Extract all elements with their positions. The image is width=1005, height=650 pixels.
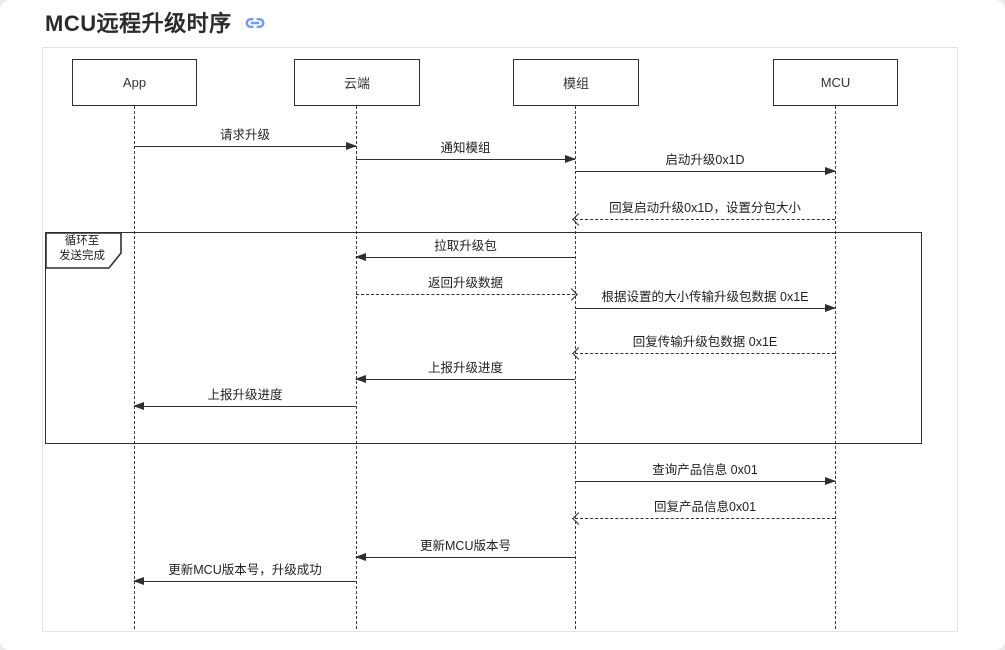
participant-mcu: MCU [773, 59, 898, 106]
arrowhead-left-icon [355, 252, 366, 261]
arrowhead-right-icon [825, 476, 836, 485]
loop-fragment-box [45, 232, 922, 444]
arrowhead-right-icon [346, 141, 357, 150]
message-reply-product-info: 回复产品信息0x01 [572, 499, 835, 525]
page-title: MCU远程升级时序 [45, 11, 232, 36]
arrowhead-right-icon [825, 303, 836, 312]
lifeline-cloud [356, 106, 357, 629]
message-start-upgrade: 启动升级0x1D [575, 152, 836, 175]
anchor-link-icon[interactable] [244, 12, 266, 34]
page-header: MCU远程升级时序 [45, 4, 266, 40]
participant-module: 模组 [513, 59, 639, 106]
loop-label-shape [45, 232, 122, 269]
message-return-upgrade-data: 返回升级数据 [356, 275, 578, 301]
arrowhead-left-icon [355, 552, 366, 561]
message-transfer-package-data: 根据设置的大小传输升级包数据 0x1E [575, 289, 836, 312]
message-report-progress-cloud: 上报升级进度 [355, 360, 575, 383]
message-request-upgrade: 请求升级 [134, 127, 357, 150]
arrowhead-left-icon [133, 401, 144, 410]
message-pull-package: 拉取升级包 [355, 238, 575, 261]
participant-app: App [72, 59, 197, 106]
loop-label-line1: 循环至 [64, 235, 100, 247]
participant-label: 模组 [562, 76, 589, 91]
message-reply-transfer-data: 回复传输升级包数据 0x1E [572, 334, 835, 360]
arrowhead-left-icon [133, 576, 144, 585]
lifeline-module [575, 106, 576, 629]
participant-label: MCU [820, 75, 851, 90]
message-reply-start-upgrade: 回复启动升级0x1D，设置分包大小 [572, 200, 835, 226]
message-report-progress-app: 上报升级进度 [133, 387, 356, 410]
arrowhead-right-icon [825, 166, 836, 175]
arrowhead-left-icon [355, 374, 366, 383]
loop-fragment-label: 循环至 发送完成 [45, 232, 123, 270]
message-update-mcu-version: 更新MCU版本号 [355, 538, 575, 561]
participant-cloud: 云端 [294, 59, 420, 106]
participant-label: 云端 [343, 76, 370, 91]
message-upgrade-success: 更新MCU版本号，升级成功 [133, 562, 356, 585]
participant-label: App [122, 75, 147, 90]
message-query-product-info: 查询产品信息 0x01 [575, 462, 836, 485]
lifeline-mcu [835, 106, 836, 629]
loop-label-line2: 发送完成 [59, 250, 105, 262]
message-notify-module: 通知模组 [356, 140, 576, 163]
lifeline-app [134, 106, 135, 629]
arrowhead-right-icon [565, 154, 576, 163]
sequence-diagram-canvas: App 云端 模组 MCU 循环至 发送完成 请求升级 [42, 47, 958, 632]
